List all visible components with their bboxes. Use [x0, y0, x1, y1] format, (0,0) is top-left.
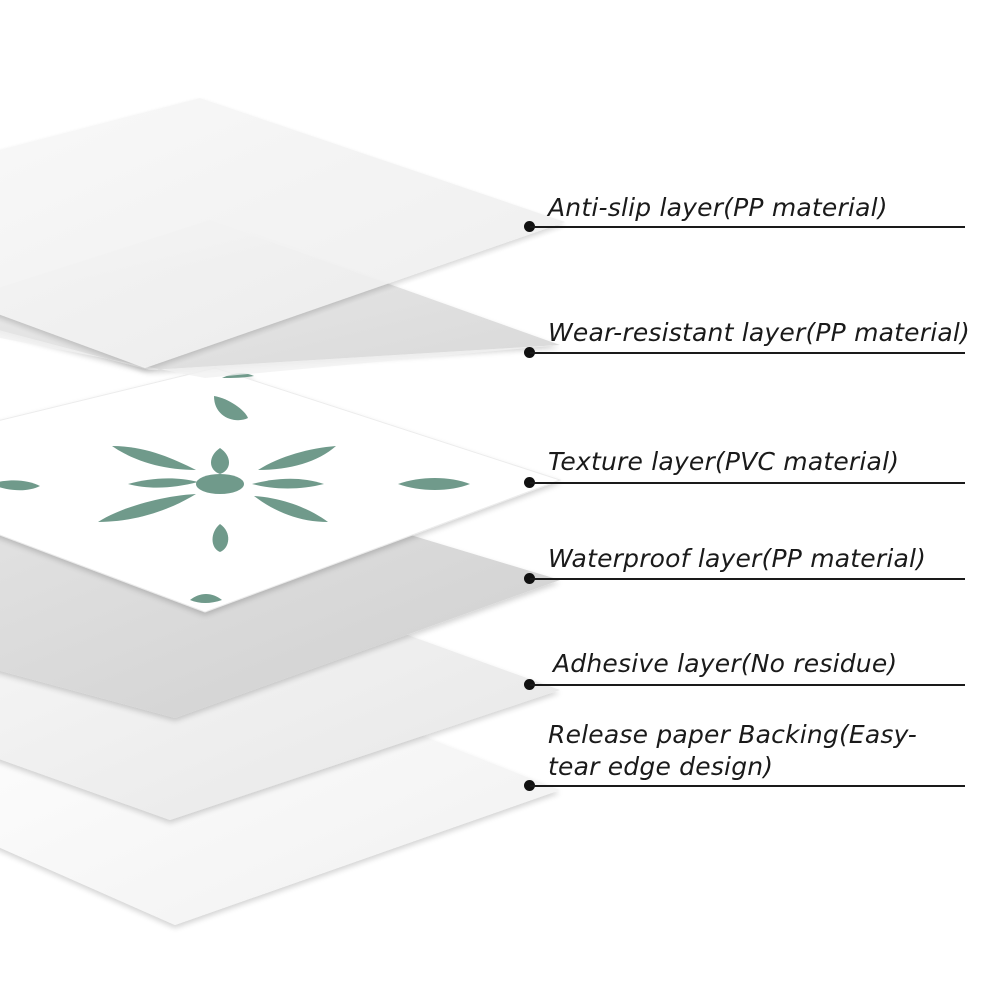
callout-dot-wear-resistant: [524, 347, 535, 358]
label-release-paper-backing: Release paper Backing(Easy-tear edge des…: [548, 720, 917, 781]
callout-dot-adhesive: [524, 679, 535, 690]
anti-slip-sheet: [0, 98, 565, 368]
callout-line-texture: [530, 482, 965, 484]
label-wear-resistant-layer: Wear-resistant layer(PP material): [548, 318, 970, 347]
texture-sheet: [0, 367, 562, 613]
callout-dot-waterproof: [524, 573, 535, 584]
callout-line-anti-slip: [530, 226, 965, 228]
floral-pattern: [0, 373, 470, 603]
callout-dot-anti-slip: [524, 221, 535, 232]
callout-line-adhesive: [530, 684, 965, 686]
callout-dot-release-paper: [524, 780, 535, 791]
label-adhesive-layer: Adhesive layer(No residue): [553, 649, 898, 678]
callout-dot-texture: [524, 477, 535, 488]
callout-line-waterproof: [530, 578, 965, 580]
label-texture-layer: Texture layer(PVC material): [548, 447, 900, 476]
label-anti-slip-layer: Anti-slip layer(PP material): [548, 193, 888, 222]
callout-line-wear-resistant: [530, 352, 965, 354]
callout-line-release-paper: [530, 785, 965, 787]
label-waterproof-layer: Waterproof layer(PP material): [548, 544, 927, 573]
